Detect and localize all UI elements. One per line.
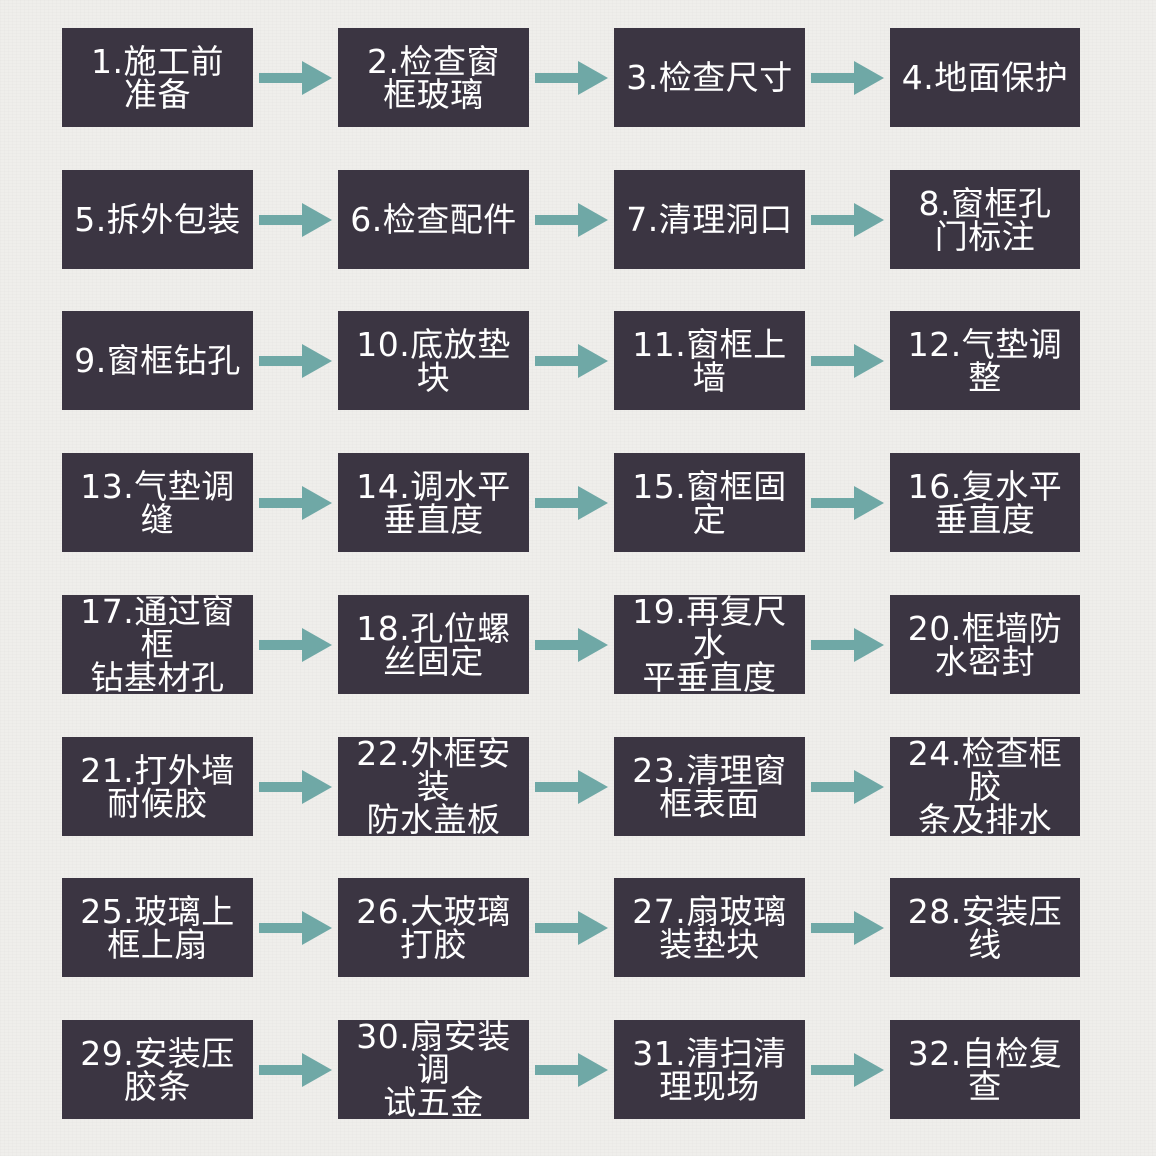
step-box: 25.玻璃上 框上扇 bbox=[62, 878, 253, 977]
right-arrow-icon bbox=[259, 910, 332, 945]
step-box: 15.窗框固定 bbox=[614, 453, 805, 552]
right-arrow-icon bbox=[811, 60, 884, 95]
step-label: 8.窗框孔 门标注 bbox=[918, 183, 1052, 256]
step-label: 2.检查窗 框玻璃 bbox=[367, 41, 500, 114]
step-box: 11.窗框上墙 bbox=[614, 311, 805, 410]
step-box: 4.地面保护 bbox=[890, 28, 1080, 127]
step-label: 7.清理洞口 bbox=[626, 200, 793, 239]
step-box: 32.自检复查 bbox=[890, 1020, 1080, 1119]
step-label: 10.底放垫块 bbox=[356, 324, 511, 397]
step-box: 8.窗框孔 门标注 bbox=[890, 170, 1080, 269]
step-box: 14.调水平 垂直度 bbox=[338, 453, 529, 552]
step-label: 30.扇安装调 试五金 bbox=[356, 1017, 511, 1122]
step-label: 17.通过窗框 钻基材孔 bbox=[80, 592, 235, 697]
right-arrow-icon bbox=[811, 627, 884, 662]
step-box: 9.窗框钻孔 bbox=[62, 311, 253, 410]
right-arrow-icon bbox=[811, 910, 884, 945]
step-label: 25.玻璃上 框上扇 bbox=[80, 891, 235, 964]
right-arrow-icon bbox=[535, 343, 608, 378]
right-arrow-icon bbox=[259, 627, 332, 662]
right-arrow-icon bbox=[535, 769, 608, 804]
step-label: 4.地面保护 bbox=[901, 58, 1069, 97]
right-arrow-icon bbox=[811, 769, 884, 804]
step-box: 20.框墙防 水密封 bbox=[890, 595, 1080, 694]
step-box: 30.扇安装调 试五金 bbox=[338, 1020, 529, 1119]
step-label: 18.孔位螺 丝固定 bbox=[356, 608, 511, 681]
step-label: 3.检查尺寸 bbox=[626, 58, 793, 97]
right-arrow-icon bbox=[259, 202, 332, 237]
step-label: 23.清理窗 框表面 bbox=[632, 750, 787, 823]
step-label: 20.框墙防 水密封 bbox=[907, 608, 1063, 681]
right-arrow-icon bbox=[811, 1052, 884, 1087]
step-label: 28.安装压线 bbox=[907, 891, 1063, 964]
step-box: 16.复水平 垂直度 bbox=[890, 453, 1080, 552]
step-box: 23.清理窗 框表面 bbox=[614, 737, 805, 836]
right-arrow-icon bbox=[811, 343, 884, 378]
right-arrow-icon bbox=[535, 485, 608, 520]
step-label: 22.外框安装 防水盖板 bbox=[356, 734, 511, 839]
step-box: 24.检查框胶 条及排水 bbox=[890, 737, 1080, 836]
right-arrow-icon bbox=[259, 485, 332, 520]
step-box: 26.大玻璃 打胶 bbox=[338, 878, 529, 977]
step-label: 12.气垫调整 bbox=[907, 324, 1063, 397]
step-label: 11.窗框上墙 bbox=[632, 324, 787, 397]
step-box: 27.扇玻璃 装垫块 bbox=[614, 878, 805, 977]
step-box: 1.施工前 准备 bbox=[62, 28, 253, 127]
step-box: 28.安装压线 bbox=[890, 878, 1080, 977]
step-box: 22.外框安装 防水盖板 bbox=[338, 737, 529, 836]
right-arrow-icon bbox=[259, 769, 332, 804]
step-label: 16.复水平 垂直度 bbox=[907, 466, 1063, 539]
right-arrow-icon bbox=[535, 910, 608, 945]
right-arrow-icon bbox=[811, 202, 884, 237]
right-arrow-icon bbox=[259, 60, 332, 95]
step-label: 5.拆外包装 bbox=[74, 200, 241, 239]
right-arrow-icon bbox=[535, 1052, 608, 1087]
step-label: 6.检查配件 bbox=[350, 200, 517, 239]
step-label: 27.扇玻璃 装垫块 bbox=[632, 891, 787, 964]
right-arrow-icon bbox=[259, 1052, 332, 1087]
step-label: 24.检查框胶 条及排水 bbox=[907, 734, 1063, 839]
step-box: 12.气垫调整 bbox=[890, 311, 1080, 410]
step-label: 32.自检复查 bbox=[907, 1033, 1063, 1106]
step-box: 5.拆外包装 bbox=[62, 170, 253, 269]
step-label: 13.气垫调缝 bbox=[80, 466, 235, 539]
right-arrow-icon bbox=[535, 60, 608, 95]
step-label: 14.调水平 垂直度 bbox=[356, 466, 511, 539]
step-box: 6.检查配件 bbox=[338, 170, 529, 269]
step-box: 13.气垫调缝 bbox=[62, 453, 253, 552]
step-label: 31.清扫清 理现场 bbox=[632, 1033, 787, 1106]
step-label: 15.窗框固定 bbox=[632, 466, 787, 539]
step-box: 17.通过窗框 钻基材孔 bbox=[62, 595, 253, 694]
right-arrow-icon bbox=[535, 202, 608, 237]
step-label: 9.窗框钻孔 bbox=[74, 341, 241, 380]
step-box: 3.检查尺寸 bbox=[614, 28, 805, 127]
step-label: 1.施工前 准备 bbox=[91, 41, 224, 114]
step-box: 2.检查窗 框玻璃 bbox=[338, 28, 529, 127]
step-label: 26.大玻璃 打胶 bbox=[356, 891, 511, 964]
step-label: 29.安装压 胶条 bbox=[80, 1033, 235, 1106]
step-box: 19.再复尺水 平垂直度 bbox=[614, 595, 805, 694]
step-box: 7.清理洞口 bbox=[614, 170, 805, 269]
right-arrow-icon bbox=[811, 485, 884, 520]
right-arrow-icon bbox=[259, 343, 332, 378]
step-box: 21.打外墙 耐候胶 bbox=[62, 737, 253, 836]
step-box: 29.安装压 胶条 bbox=[62, 1020, 253, 1119]
step-box: 10.底放垫块 bbox=[338, 311, 529, 410]
right-arrow-icon bbox=[535, 627, 608, 662]
step-box: 18.孔位螺 丝固定 bbox=[338, 595, 529, 694]
step-label: 19.再复尺水 平垂直度 bbox=[632, 592, 787, 697]
step-label: 21.打外墙 耐候胶 bbox=[80, 750, 235, 823]
step-box: 31.清扫清 理现场 bbox=[614, 1020, 805, 1119]
